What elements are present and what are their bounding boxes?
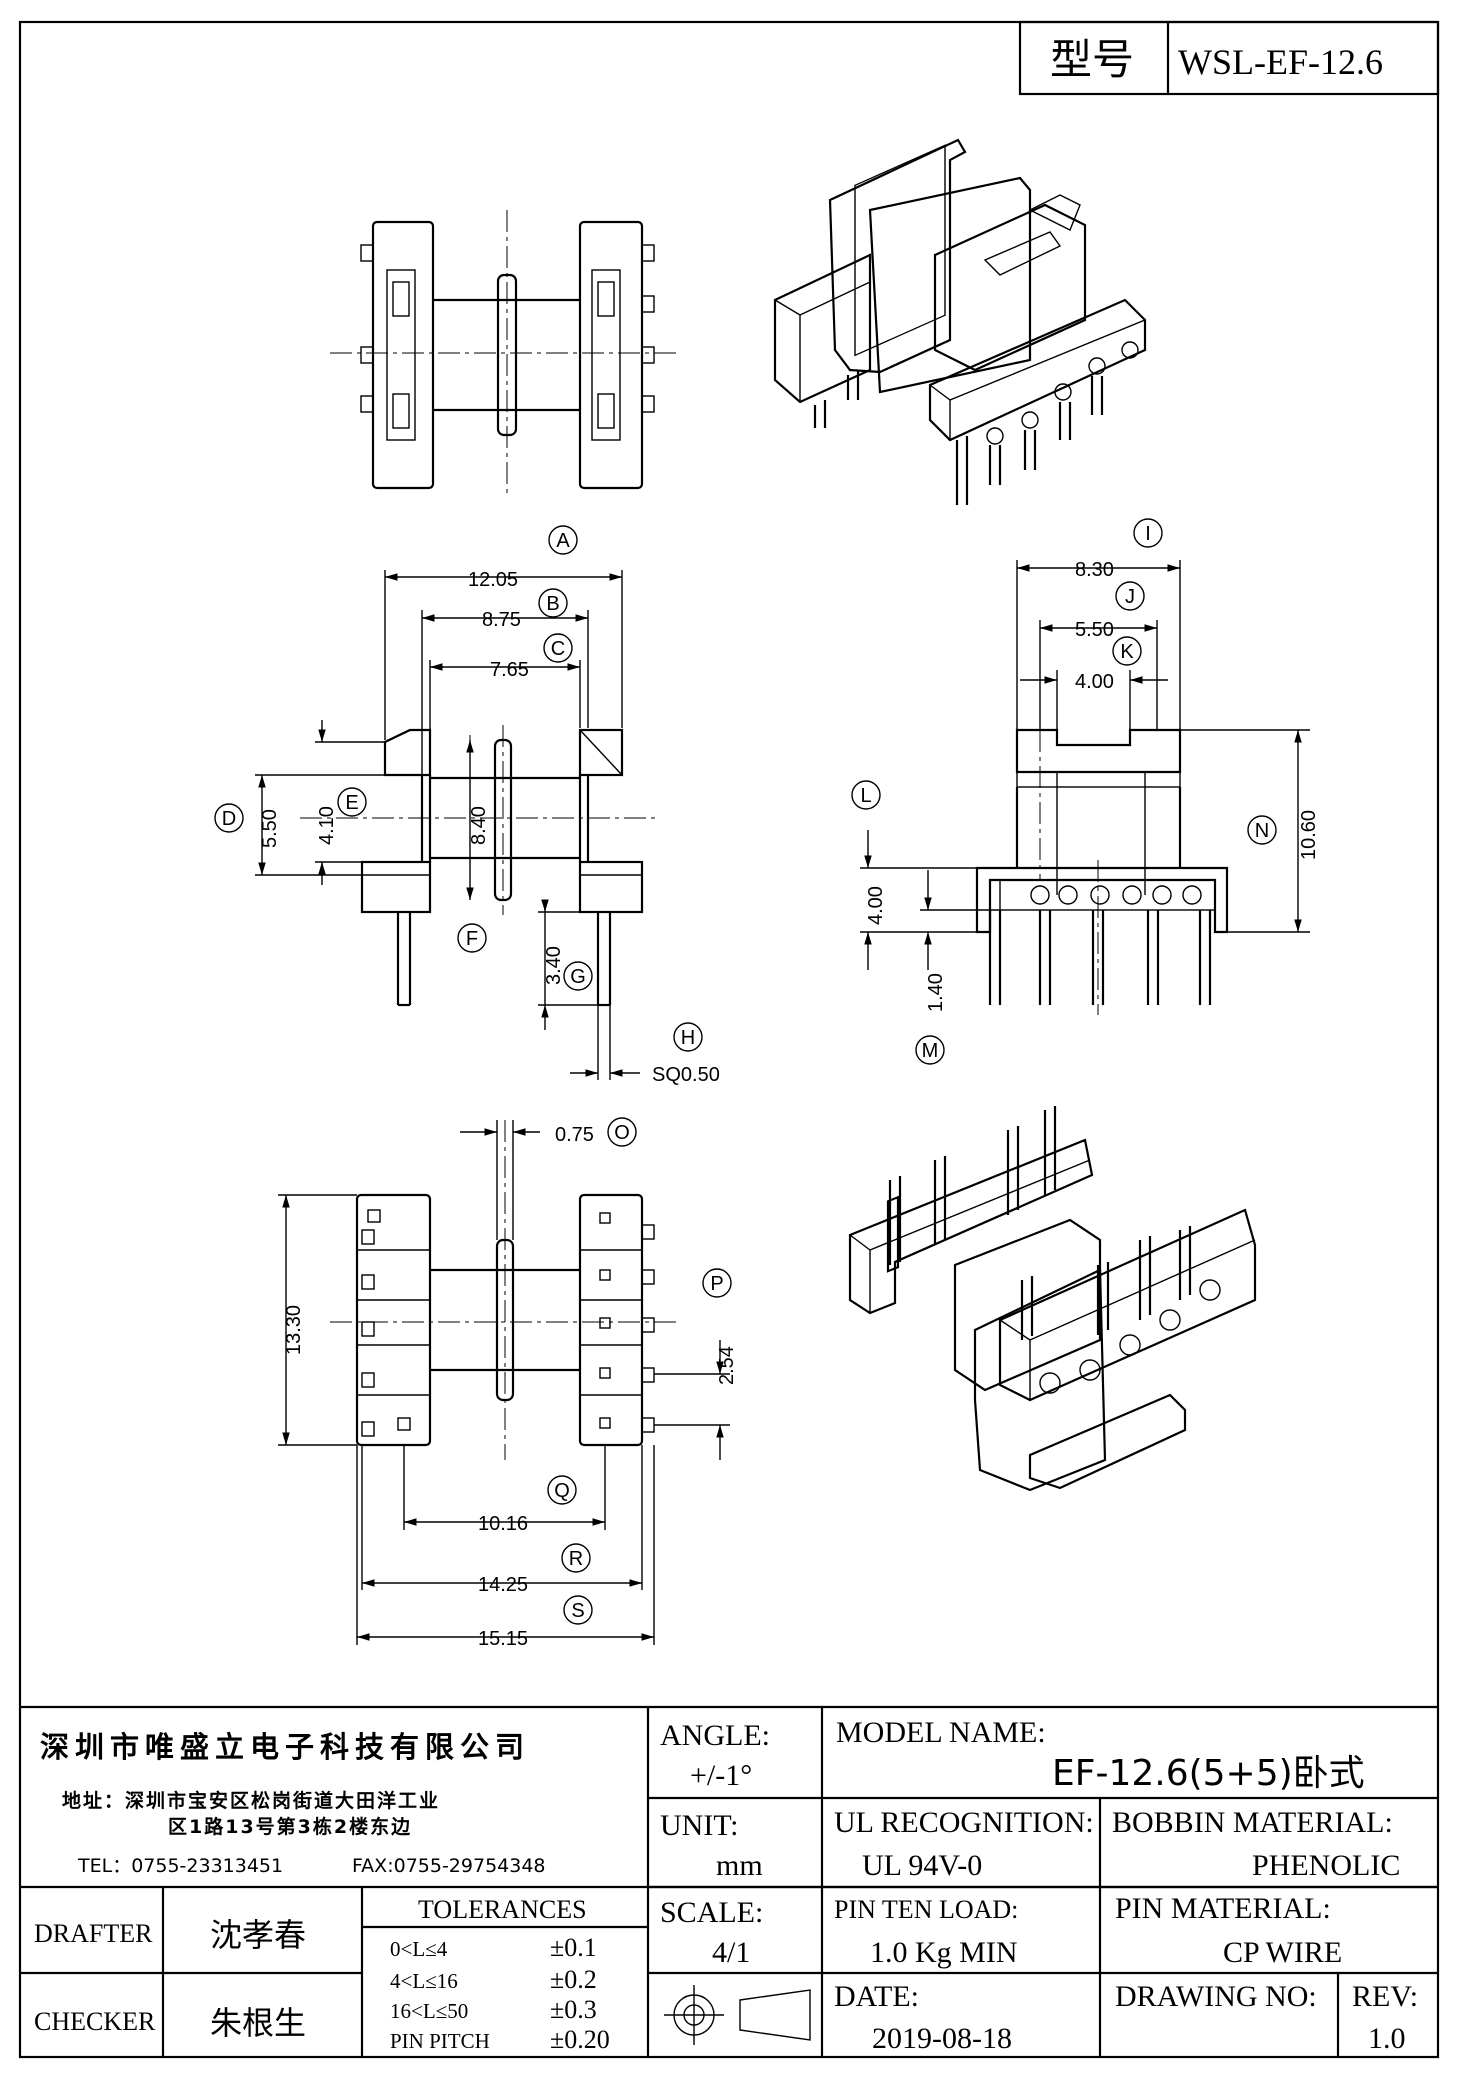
ul-value: UL 94V-0 [862,1849,982,1882]
dim-N-value: 10.60 [1298,810,1320,860]
dim-D-value: 5.50 [259,809,281,848]
dim-H-label: H [681,1027,695,1049]
header-box: 型号 WSL-EF-12.6 [1018,20,1440,96]
dim-K-label: K [1120,641,1134,663]
angle-label: ANGLE: [660,1719,770,1752]
dim-B-label: B [546,593,559,615]
model-value: EF-12.6(5+5)卧式 [1052,1753,1365,1794]
dim-N-label: N [1255,820,1269,842]
drawing-no-label: DRAWING NO: [1115,1980,1317,2013]
company-name: 深圳市唯盛立电子科技有限公司 [40,1730,530,1764]
dim-A-value: 12.05 [468,569,518,591]
dim-E-label: E [345,792,358,814]
tolerance-value-1: ±0.1 [550,1933,597,1962]
dim-P-label: P [710,1273,723,1295]
dim-height-value: 13.30 [283,1305,305,1355]
dim-M-value: 1.40 [925,973,947,1012]
rev-value: 1.0 [1368,2022,1406,2055]
front-view: 12.05 A 8.75 B 7.65 C 5.50 D 4.10 E 8.40 [214,525,720,1086]
dim-F-label: F [466,928,478,950]
dim-A-label: A [556,530,570,552]
dim-G-label: G [570,966,586,988]
scale-label: SCALE: [660,1896,763,1929]
top-view [330,210,680,495]
tolerance-range-1: 0<L≤4 [390,1937,448,1961]
title-block: 深圳市唯盛立电子科技有限公司 地址：深圳市宝安区松岗街道大田洋工业 区1路13号… [20,1705,1438,2057]
drafter-label: DRAFTER [34,1919,153,1948]
tolerance-range-3: 16<L≤50 [390,1999,468,2023]
sheet-border [18,20,1440,2059]
iso-view-bottom [848,1106,1257,1492]
dim-H-value: SQ0.50 [652,1064,720,1086]
dim-K-value: 4.00 [1075,671,1114,693]
side-view: 8.30 I 5.50 J 4.00 K 10.60 N 4.00 L [851,518,1320,1065]
dim-C-label: C [551,638,565,660]
dim-O-label: O [614,1122,630,1144]
checker-label: CHECKER [34,2007,156,2036]
dim-B-value: 8.75 [482,609,521,631]
unit-label: UNIT: [660,1809,739,1842]
model-label: MODEL NAME: [836,1716,1046,1749]
tolerance-value-2: ±0.2 [550,1965,597,1994]
dim-G-value: 3.40 [543,946,565,985]
type-label: 型号 [1050,35,1134,84]
drafter-name: 沈孝春 [210,1916,306,1954]
dim-S-label: S [571,1600,584,1622]
company-address-line1: 地址：深圳市宝安区松岗街道大田洋工业 [62,1789,440,1812]
tolerances-title: TOLERANCES [418,1895,587,1924]
pin-material-value: CP WIRE [1223,1936,1342,1969]
dim-J-value: 5.50 [1075,619,1114,641]
tolerance-value-3: ±0.3 [550,1995,597,2024]
bottom-view: 0.75 O 13.30 2.54 P 10.16 Q 14.25 R 15. [278,1117,738,1650]
dim-E-value: 4.10 [316,806,338,845]
angle-value: +/-1° [690,1759,752,1792]
date-label: DATE: [834,1980,919,2013]
iso-view-top [773,138,1147,505]
dim-I-label: I [1145,523,1151,545]
bobbin-material-value: PHENOLIC [1252,1849,1400,1882]
dim-Q-label: Q [554,1480,570,1502]
company-tel: TEL：0755-23313451 [77,1855,283,1877]
dim-O-value: 0.75 [555,1124,594,1146]
pin-ten-load-label: PIN TEN LOAD: [834,1895,1018,1924]
tolerance-value-4: ±0.20 [550,2025,610,2054]
tolerance-range-2: 4<L≤16 [390,1969,458,1993]
pin-ten-load-value: 1.0 Kg MIN [870,1936,1018,1969]
company-address-line2: 区1路13号第3栋2楼东边 [168,1815,412,1838]
tolerance-range-4: PIN PITCH [390,2029,490,2053]
dim-D-label: D [222,808,236,830]
ul-label: UL RECOGNITION: [834,1806,1094,1839]
part-number: WSL-EF-12.6 [1178,42,1383,82]
unit-value: mm [716,1849,763,1882]
rev-label: REV: [1352,1980,1418,2013]
dim-R-value: 14.25 [478,1574,528,1596]
bobbin-material-label: BOBBIN MATERIAL: [1112,1806,1393,1839]
dim-S-value: 15.15 [478,1628,528,1650]
date-value: 2019-08-18 [872,2022,1012,2055]
dim-J-label: J [1125,586,1135,608]
dim-M-label: M [922,1040,939,1062]
dim-L-label: L [860,785,871,807]
pin-material-label: PIN MATERIAL: [1115,1892,1331,1925]
projection-symbol-icon [664,1985,811,2045]
dim-core-length-value: 8.40 [468,806,490,845]
dim-C-value: 7.65 [490,659,529,681]
dim-Q-value: 10.16 [478,1513,528,1535]
dim-R-label: R [569,1548,583,1570]
dim-I-value: 8.30 [1075,559,1114,581]
scale-value: 4/1 [712,1936,750,1969]
dim-P-value: 2.54 [716,1346,738,1385]
dim-L-value: 4.00 [865,886,887,925]
company-fax: FAX:0755-29754348 [352,1855,546,1877]
checker-name: 朱根生 [210,2004,306,2042]
